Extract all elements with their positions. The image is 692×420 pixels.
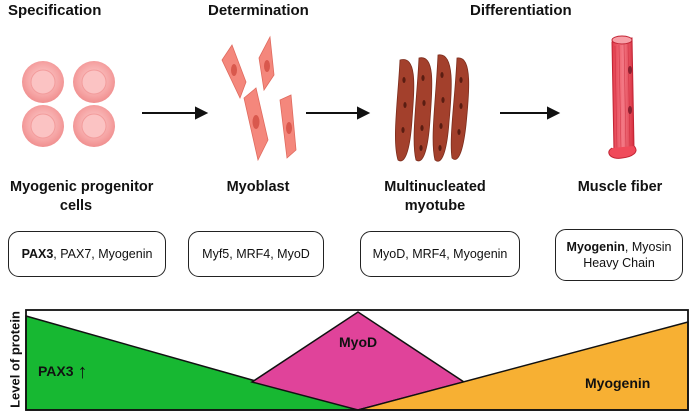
cell-label-progenitor: Myogenic progenitor cells — [10, 179, 154, 214]
chart-frame — [25, 309, 689, 411]
stage-specification: Specification — [8, 2, 102, 19]
progression-arrows — [142, 106, 561, 120]
muscle-fiber-icon — [608, 35, 637, 159]
marker-box-myoblast: Myf5, MRF4, MyoD — [188, 231, 324, 277]
myoblast-icon — [221, 35, 297, 162]
cell-label-myotube: Multinucleated myotube — [384, 179, 486, 214]
myogenin-label: Myogenin — [585, 375, 651, 391]
marker-box-progenitor: PAX3, PAX7, Myogenin — [8, 231, 166, 277]
cell-label-myoblast: Myoblast — [226, 179, 290, 195]
y-axis-label: Level of protein — [7, 311, 23, 408]
myotube-icon — [395, 54, 470, 162]
up-arrow-icon: ↑ — [77, 361, 88, 383]
protein-level-chart — [25, 309, 689, 411]
cell-label-muscle-fiber: Muscle fiber — [577, 179, 663, 195]
stage-differentiation: Differentiation — [470, 2, 572, 19]
marker-box-muscle-fiber: Myogenin, Myosin Heavy Chain — [555, 229, 683, 281]
stage-determination: Determination — [208, 2, 309, 19]
pax3-label: PAX3 ↑ — [38, 361, 88, 383]
myod-label: MyoD — [339, 334, 378, 350]
progenitor-cells-icon — [22, 61, 115, 147]
marker-box-myotube: MyoD, MRF4, Myogenin — [360, 231, 520, 277]
